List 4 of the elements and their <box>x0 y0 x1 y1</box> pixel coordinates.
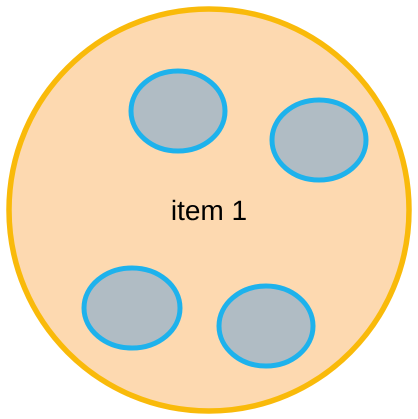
oval-shape <box>82 266 182 350</box>
oval-shape <box>270 98 368 182</box>
oval-shape <box>216 284 316 368</box>
oval-shape <box>128 68 228 154</box>
